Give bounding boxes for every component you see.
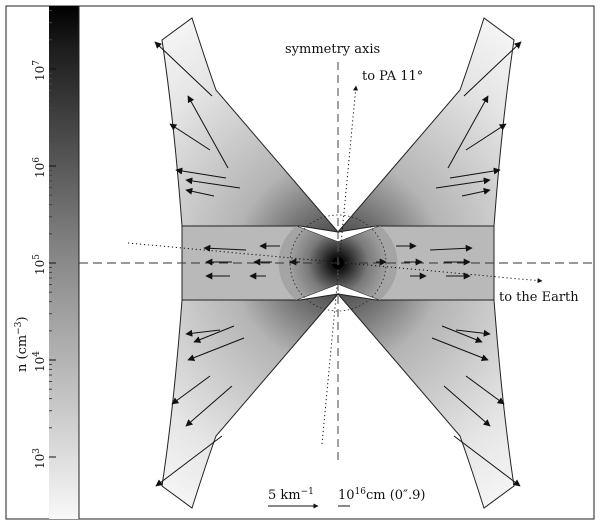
velocity-arrow-6 [463,41,522,97]
velocity-arrow-5 [185,187,215,197]
velocity-arrow-0 [154,41,213,97]
svg-text:1016cm (0″.9): 1016cm (0″.9) [338,487,425,503]
velocity-arrow-20 [431,337,489,361]
earth-direction-label: to the Earth [499,290,579,305]
velocity-arrow-10 [435,177,491,189]
velocity-arrow-11 [461,187,491,197]
velocity-arrow-7 [465,123,507,151]
velocity-arrow-16 [185,385,233,427]
colorbar-tick-label-4: 107 [32,60,47,81]
velocity-arrow-14 [187,337,245,361]
velocity-arrow-19 [455,329,491,337]
velocity-arrow-3 [175,167,227,179]
svg-text:5 km−1: 5 km−1 [268,487,314,503]
colorbar-ticks: 103 104 105 106 107 [32,10,56,469]
velocity-arrow-15 [171,375,211,405]
velocity-arrow-8 [447,95,489,169]
velocity-arrow-4 [185,177,241,189]
colorbar-tick-label-3: 106 [32,157,47,178]
velocity-arrow-24 [203,244,247,252]
length-scale-bar: 1016cm (0″.9) [338,487,425,507]
colorbar-tick-label-0: 103 [32,448,47,469]
velocity-arrow-9 [449,167,501,179]
velocity-arrow-22 [443,385,491,427]
colorbar-label: n (cm−3) [14,316,30,372]
colorbar-tick-label-1: 104 [32,351,47,372]
symmetry-axis-label: symmetry axis [285,42,380,57]
velocity-arrow-2 [187,95,229,169]
velocity-arrow-18 [441,325,483,343]
plot-frame [5,5,595,520]
velocity-arrow-23 [453,435,521,487]
velocity-scale-bar: 5 km−1 [268,487,319,509]
velocity-arrows [154,41,522,487]
velocity-arrow-21 [465,375,505,405]
velocity-arrow-13 [185,329,221,337]
velocity-arrow-12 [193,325,235,343]
lobes [161,17,515,509]
pa-direction-label: to PA 11° [362,69,423,84]
colorbar-tick-label-2: 105 [32,254,47,275]
velocity-arrow-17 [155,435,223,487]
velocity-arrow-31 [429,244,473,252]
velocity-arrow-1 [169,123,211,151]
